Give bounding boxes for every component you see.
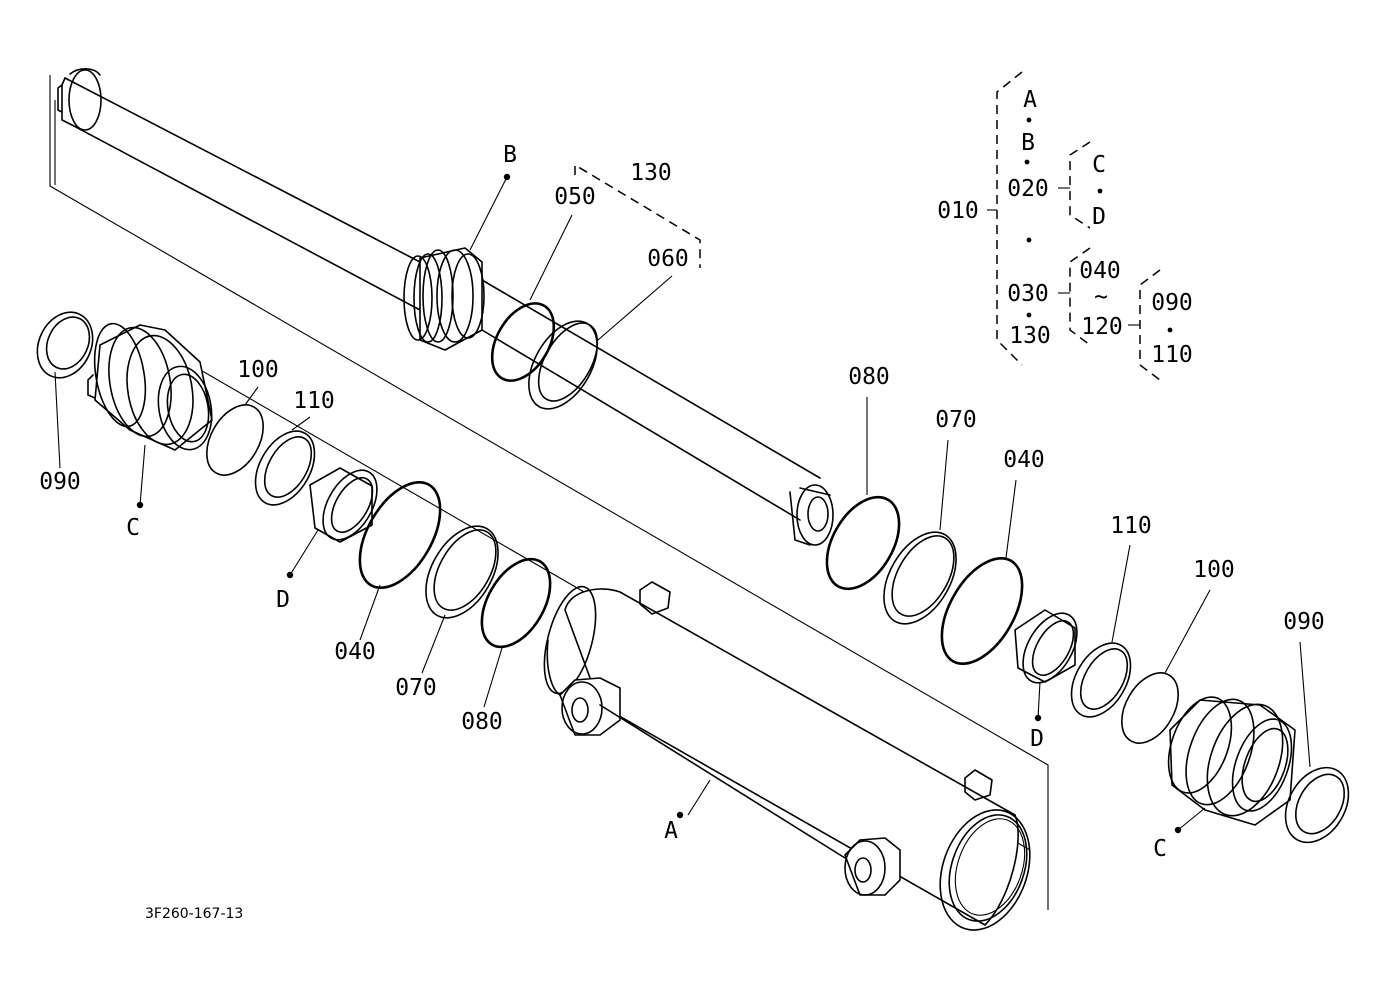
callouts-c-a: A (664, 818, 678, 844)
callouts-c-040-left: 040 (334, 639, 376, 665)
callouts-c-b: B (503, 142, 517, 168)
callouts-c-070-right: 070 (935, 407, 977, 433)
backup-ring-070-right (883, 531, 957, 625)
legend-lg-a: A (1023, 87, 1037, 113)
legend-lg-090: 090 (1151, 290, 1193, 316)
callouts-c-110-left: 110 (293, 388, 335, 414)
legend-lg-tilde: ~ (1094, 284, 1108, 310)
legend-lg-110: 110 (1151, 342, 1193, 368)
callouts-c-100-left: 100 (237, 357, 279, 383)
legend-lg-020: 020 (1007, 176, 1049, 202)
legend-lg-b: B (1021, 130, 1035, 156)
legend-lg-d: D (1092, 204, 1106, 230)
seal-110-right (1070, 642, 1132, 718)
legend-labels: AB CD 010 020 030 130 040~120 090 110 (937, 87, 1193, 368)
legend-lg-010: 010 (937, 198, 979, 224)
reference-dots (136, 173, 1182, 834)
bushing-d-left (309, 467, 378, 543)
drawing-code: 3F260-167-13 (145, 906, 243, 922)
callouts-c-090-right: 090 (1283, 609, 1325, 635)
piston-rod-b (57, 68, 834, 546)
cylinder-tube-a (543, 581, 1031, 931)
rod-guide-c-right (1167, 696, 1296, 826)
callouts-c-090-left: 090 (39, 469, 81, 495)
callouts-c-070-left: 070 (395, 675, 437, 701)
callouts-c-100-right: 100 (1193, 557, 1235, 583)
legend-lg-130: 130 (1009, 323, 1051, 349)
callouts-c-c-right: C (1153, 836, 1167, 862)
rod-guide-c-left (87, 322, 213, 451)
bushing-d-right (1014, 609, 1078, 684)
legend-lg-040: 040 (1079, 258, 1121, 284)
callouts-c-d-left: D (276, 587, 290, 613)
legend-lg-030: 030 (1007, 281, 1049, 307)
callouts-c-040-right: 040 (1003, 447, 1045, 473)
leader-lines (54, 163, 1311, 831)
backup-ring-060 (528, 320, 599, 410)
callouts-c-d-right: D (1030, 726, 1044, 752)
seal-110-left (254, 430, 316, 506)
dust-seal-090-left (36, 311, 94, 379)
callouts-c-060: 060 (647, 246, 689, 272)
callouts-c-050: 050 (554, 184, 596, 210)
dust-seal-090-right (1284, 766, 1350, 844)
callouts-c-130: 130 (630, 160, 672, 186)
parts-hierarchy-brackets (987, 71, 1173, 381)
backup-ring-070-left (425, 525, 499, 619)
callouts-c-c-left: C (126, 515, 140, 541)
legend-lg-c: C (1092, 152, 1106, 178)
callouts-c-080-right: 080 (848, 364, 890, 390)
o-ring-080-right (825, 495, 901, 591)
seal-100-right (1121, 672, 1179, 744)
o-ring-040-left (358, 480, 442, 590)
callouts-c-080-left: 080 (461, 709, 503, 735)
legend-lg-120: 120 (1081, 314, 1123, 340)
callouts-c-110-right: 110 (1110, 513, 1152, 539)
o-ring-080-left (480, 557, 552, 649)
callout-labels: B130050060100110090CD040070080A080070040… (39, 142, 1325, 862)
seal-100-left (206, 404, 264, 476)
o-ring-040-right (940, 556, 1024, 666)
